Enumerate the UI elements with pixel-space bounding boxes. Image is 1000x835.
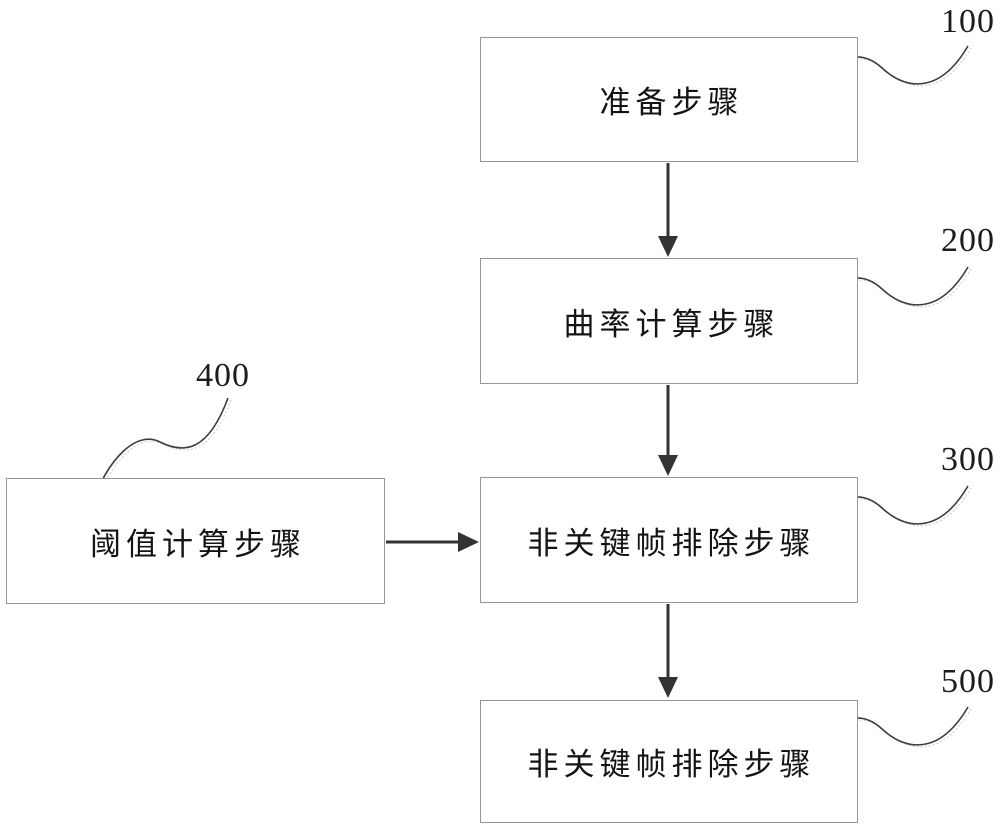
ref-number-500: 500 bbox=[941, 663, 995, 700]
ref-number-400: 400 bbox=[196, 357, 250, 394]
ref-number-100: 100 bbox=[941, 3, 995, 40]
flow-box-nonkeyframe-exclusion-step-2: 非关键帧排除步骤 bbox=[480, 700, 858, 823]
flow-box-curvature-calculation-step: 曲率计算步骤 bbox=[480, 258, 858, 384]
arrow-300-to-500 bbox=[658, 604, 678, 698]
flow-box-threshold-calculation-step: 阈值计算步骤 bbox=[6, 478, 385, 604]
ref-number-300: 300 bbox=[941, 441, 995, 478]
flow-box-label: 阈值计算步骤 bbox=[90, 526, 306, 562]
flow-box-nonkeyframe-exclusion-step: 非关键帧排除步骤 bbox=[480, 477, 858, 603]
flow-box-label: 非关键帧排除步骤 bbox=[527, 525, 816, 561]
arrow-100-to-200 bbox=[658, 163, 678, 257]
flow-box-label: 准备步骤 bbox=[599, 85, 744, 120]
leader-squiggle-400 bbox=[89, 397, 232, 511]
flow-box-label: 非关键帧排除步骤 bbox=[527, 747, 816, 782]
ref-number-200: 200 bbox=[941, 222, 995, 259]
flow-box-preparation-step: 准备步骤 bbox=[480, 37, 858, 162]
flow-box-label: 曲率计算步骤 bbox=[563, 306, 780, 342]
arrow-200-to-300 bbox=[658, 385, 678, 476]
arrow-400-to-300 bbox=[386, 532, 479, 552]
